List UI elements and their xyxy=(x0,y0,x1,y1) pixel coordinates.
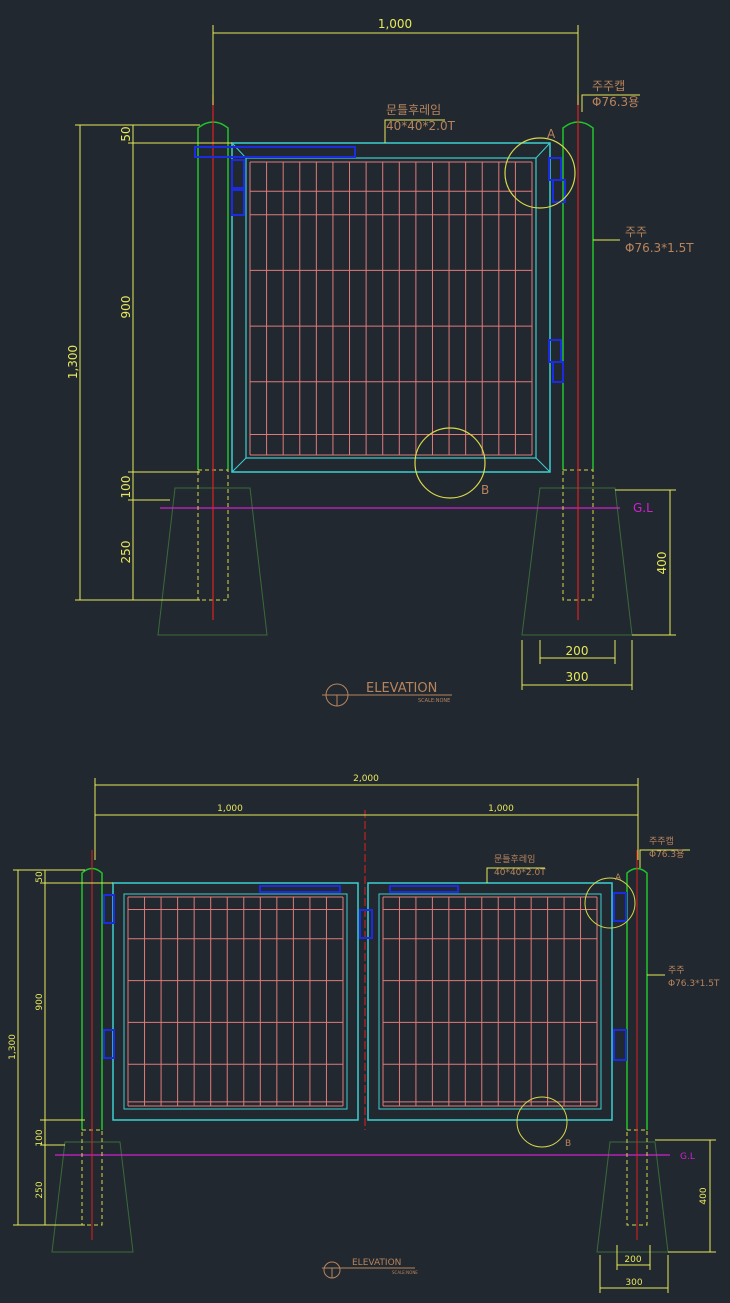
dim-total-width: 2,000 xyxy=(353,774,379,784)
hinges xyxy=(194,146,566,383)
dim-total-height: 1,300 xyxy=(66,345,80,379)
dim-footing-top: 200 xyxy=(566,644,589,658)
detail-a-circle xyxy=(584,877,636,929)
single-gate-elevation: A B 1,000 1,300 50 900 100 250 400 200 3… xyxy=(66,17,694,707)
detail-a-label: A xyxy=(547,127,556,141)
dim-footing-top: 200 xyxy=(624,1255,641,1265)
detail-a-circle xyxy=(504,137,576,209)
scale-label: SCALE:NONE xyxy=(418,698,450,704)
frame-spec: 40*40*2.0T xyxy=(494,868,546,878)
scale-label: SCALE:NONE xyxy=(392,1270,418,1275)
detail-b-circle xyxy=(414,427,486,499)
dim-footing-bottom: 300 xyxy=(566,670,589,684)
dim-width: 1,000 xyxy=(378,17,412,31)
dim-seg-4: 250 xyxy=(35,1181,45,1198)
post-cap-label: 주주캡 xyxy=(592,79,625,93)
detail-a-label: A xyxy=(615,873,622,883)
right-leaf-frame xyxy=(367,882,613,1121)
frame-spec: 40*40*2.0T xyxy=(386,119,456,133)
post-cap-label: 주주캡 xyxy=(649,835,674,847)
detail-b-label: B xyxy=(565,1139,571,1149)
left-leaf-frame-inner xyxy=(123,893,348,1110)
dim-leaf-width-2: 1,000 xyxy=(488,804,514,814)
dimension-lines xyxy=(13,778,716,1293)
title: ELEVATION xyxy=(352,1258,401,1268)
frame-corners xyxy=(231,142,551,473)
dim-seg-2: 900 xyxy=(35,993,45,1010)
post-label: 주주 xyxy=(625,225,647,239)
mesh-panel xyxy=(249,161,533,456)
mesh-panel-right xyxy=(382,896,598,1107)
dim-footing-height: 400 xyxy=(699,1187,709,1204)
dim-seg-3: 100 xyxy=(35,1129,45,1146)
post-label: 주주 xyxy=(668,965,685,976)
dim-seg-1: 50 xyxy=(119,126,133,141)
dim-footing-height: 400 xyxy=(655,552,669,575)
dim-leaf-width-1: 1,000 xyxy=(217,804,243,814)
gate-frame-outer xyxy=(231,142,551,473)
dim-seg-2: 900 xyxy=(119,296,133,319)
post-spec: Φ76.3*1.5T xyxy=(668,979,720,989)
post-cap-spec: Φ76.3용 xyxy=(592,95,639,109)
dim-seg-1: 50 xyxy=(35,871,45,883)
right-leaf-frame-inner xyxy=(378,893,602,1110)
double-gate-elevation: A B 2,000 1,000 1,000 1,300 50 900 100 2… xyxy=(8,774,720,1293)
frame-label: 문틀후레임 xyxy=(494,853,535,865)
hinges xyxy=(103,885,627,1061)
detail-b-circle xyxy=(516,1096,568,1148)
dim-seg-4: 250 xyxy=(119,541,133,564)
dim-total-height: 1,300 xyxy=(8,1034,18,1060)
post-cap-spec: Φ76.3용 xyxy=(649,849,684,860)
gate-frame-inner xyxy=(245,157,537,459)
dim-seg-3: 100 xyxy=(119,476,133,499)
dimension-lines xyxy=(75,25,676,690)
ground-label: G.L xyxy=(633,501,653,515)
left-footing xyxy=(157,487,268,636)
frame-label: 문틀후레임 xyxy=(386,103,441,117)
left-leaf-frame xyxy=(112,882,359,1121)
title: ELEVATION xyxy=(366,681,437,696)
dim-footing-bottom: 300 xyxy=(625,1278,642,1288)
post-spec: Φ76.3*1.5T xyxy=(625,241,694,255)
ground-label: G.L xyxy=(680,1152,695,1162)
detail-b-label: B xyxy=(481,483,489,497)
mesh-panel-left xyxy=(127,896,344,1107)
